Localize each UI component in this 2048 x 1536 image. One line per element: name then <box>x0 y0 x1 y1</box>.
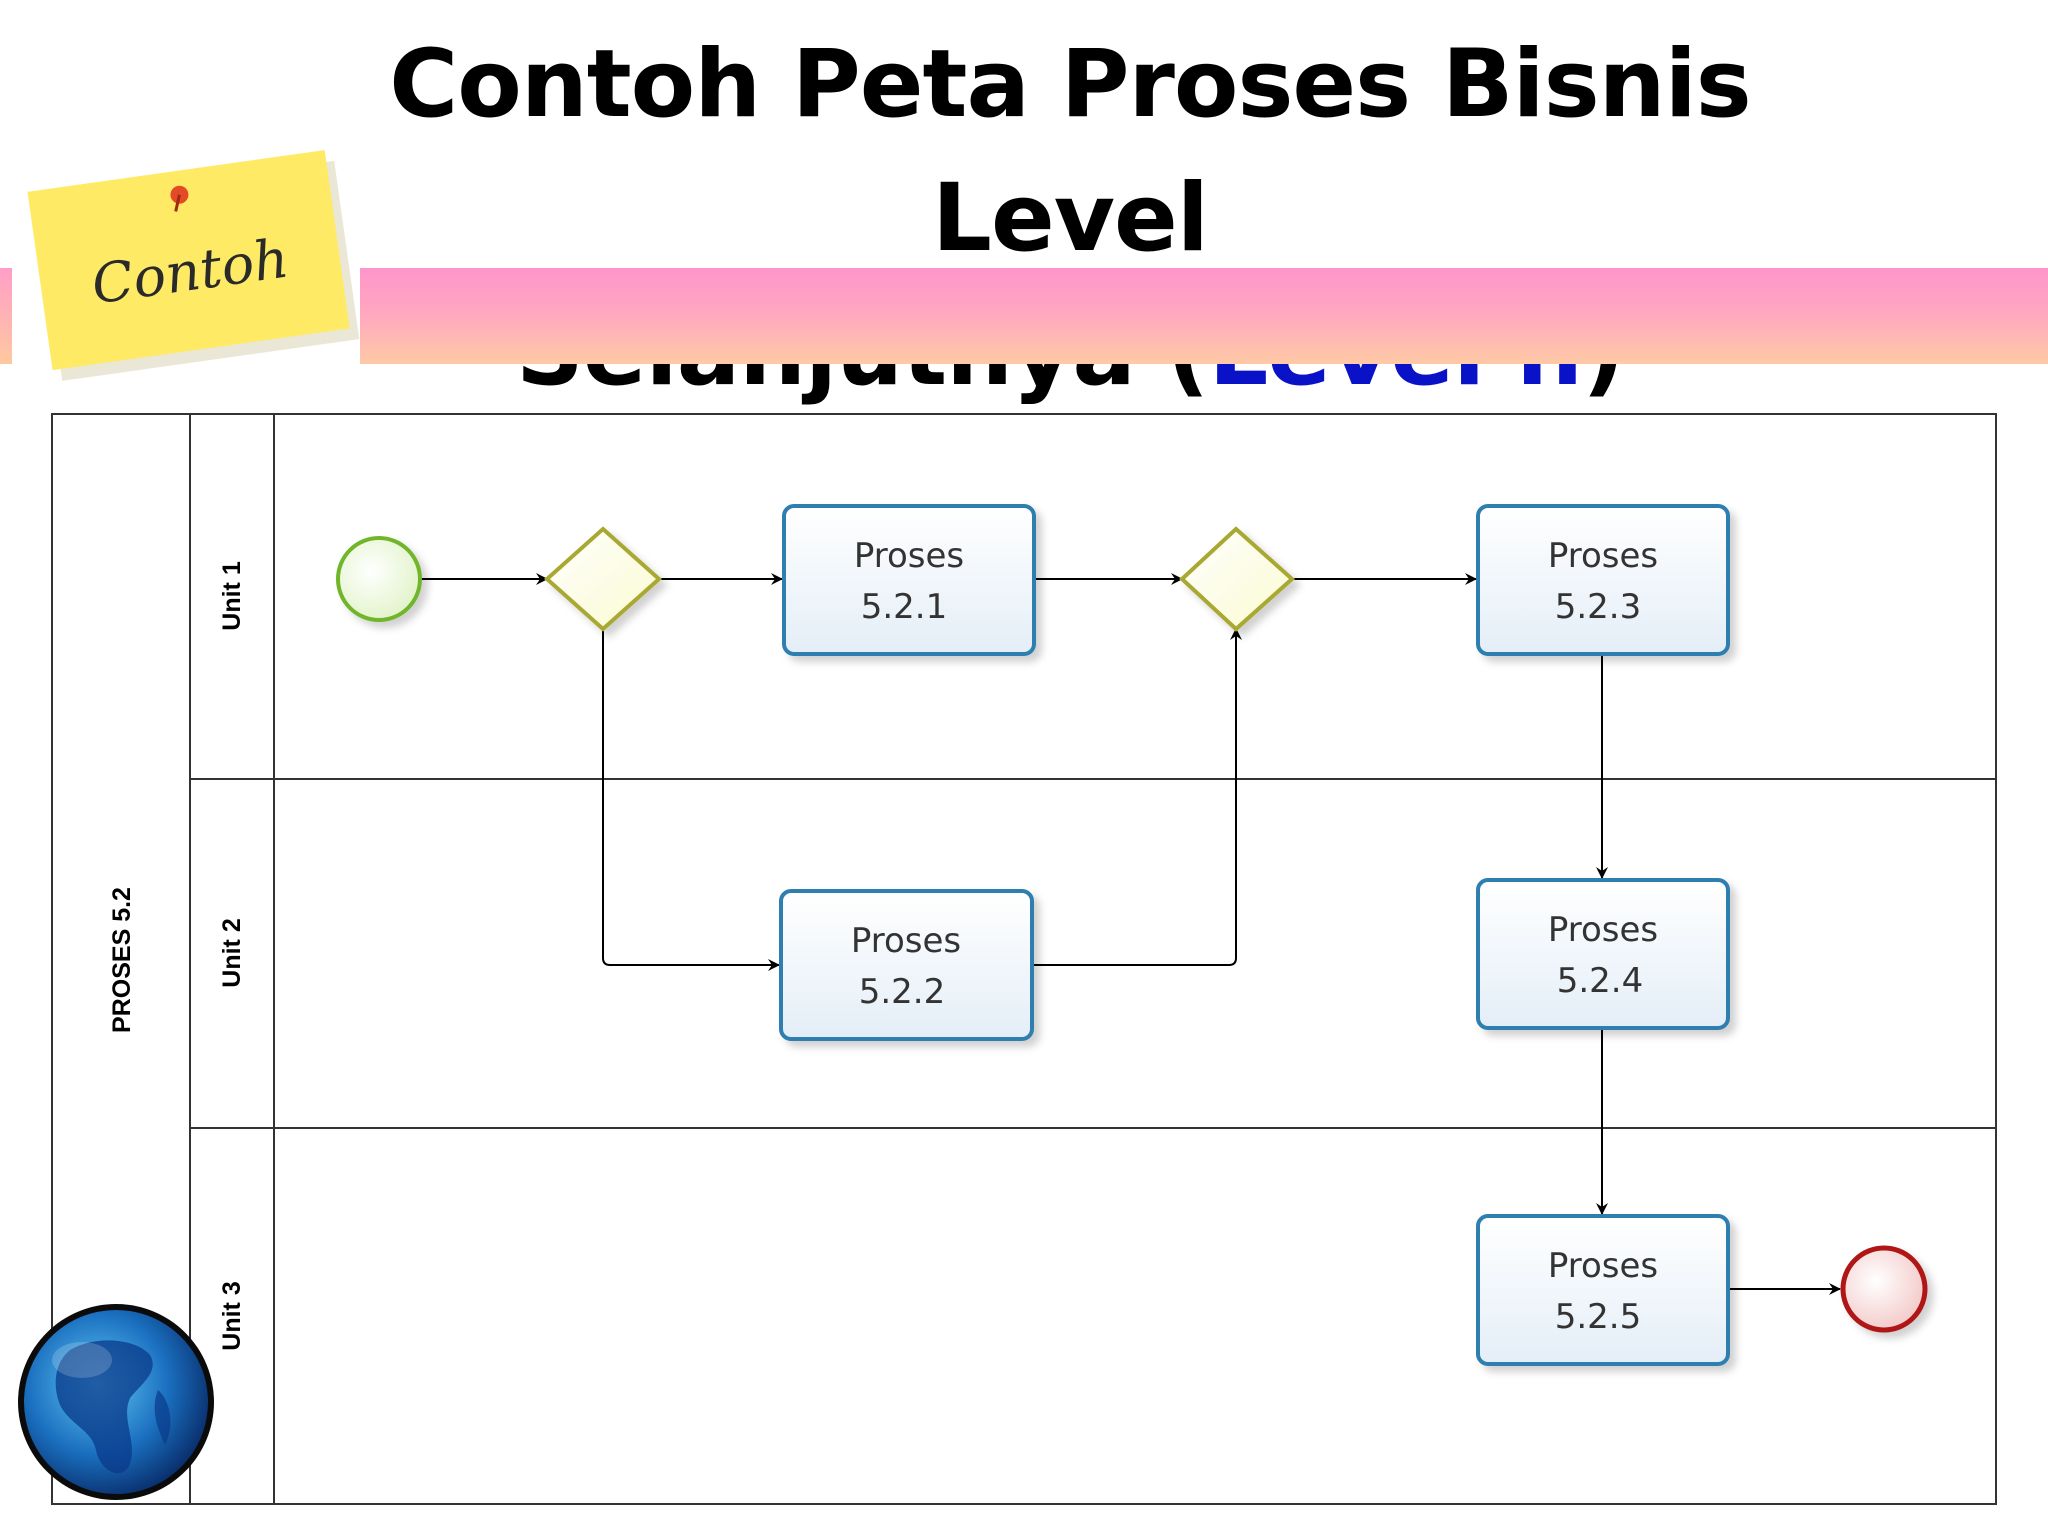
task-box <box>1476 504 1730 656</box>
pool-border <box>51 413 1997 1505</box>
task-label-line-1: Proses <box>1548 536 1658 576</box>
end-event[interactable] <box>1840 1245 1928 1333</box>
task-label-line-1: Proses <box>854 536 964 576</box>
task-label-line-1: Proses <box>851 921 961 961</box>
task-5-2-5[interactable]: Proses 5.2.5 <box>1476 1214 1730 1366</box>
flow-gateway-1-to-task-5-2-2 <box>602 627 780 971</box>
task-label-line-1: Proses <box>1548 1246 1658 1286</box>
task-box <box>1476 878 1730 1030</box>
task-5-2-2[interactable]: Proses 5.2.2 <box>779 889 1034 1041</box>
task-box <box>1476 1214 1730 1366</box>
flow-task-5-2-2-to-gateway-2 <box>1032 628 1242 966</box>
title-line-1: Contoh Peta Proses Bisnis Level <box>389 30 1752 273</box>
task-label-line-2: 5.2.3 <box>1555 587 1642 627</box>
gateway-1[interactable] <box>543 526 663 632</box>
task-label-line-2: 5.2.2 <box>859 972 946 1012</box>
task-label-line-1: Proses <box>1548 910 1658 950</box>
task-label-line-2: 5.2.1 <box>861 587 948 627</box>
globe-icon <box>18 1304 214 1500</box>
banner-stripe <box>360 268 2048 364</box>
lane-label-unit-1: Unit 1 <box>218 561 246 631</box>
lane-label-unit-2: Unit 2 <box>218 918 246 987</box>
task-box <box>779 889 1034 1041</box>
sticky-note-icon: Contoh <box>27 150 360 381</box>
banner-stripe-left <box>0 268 12 364</box>
task-5-2-3[interactable]: Proses 5.2.3 <box>1476 504 1730 656</box>
sequence-flows <box>421 573 1841 1295</box>
task-5-2-1[interactable]: Proses 5.2.1 <box>782 504 1036 656</box>
task-box <box>782 504 1036 656</box>
gateway-2[interactable] <box>1179 526 1296 632</box>
task-5-2-4[interactable]: Proses 5.2.4 <box>1476 878 1730 1030</box>
pool-label: PROSES 5.2 <box>108 887 136 1033</box>
pool <box>51 413 1997 1505</box>
start-event[interactable] <box>336 536 422 622</box>
task-label-line-2: 5.2.5 <box>1555 1297 1642 1337</box>
push-pin-icon <box>170 185 189 204</box>
task-label-line-2: 5.2.4 <box>1557 961 1644 1001</box>
lane-label-unit-3: Unit 3 <box>218 1281 246 1350</box>
